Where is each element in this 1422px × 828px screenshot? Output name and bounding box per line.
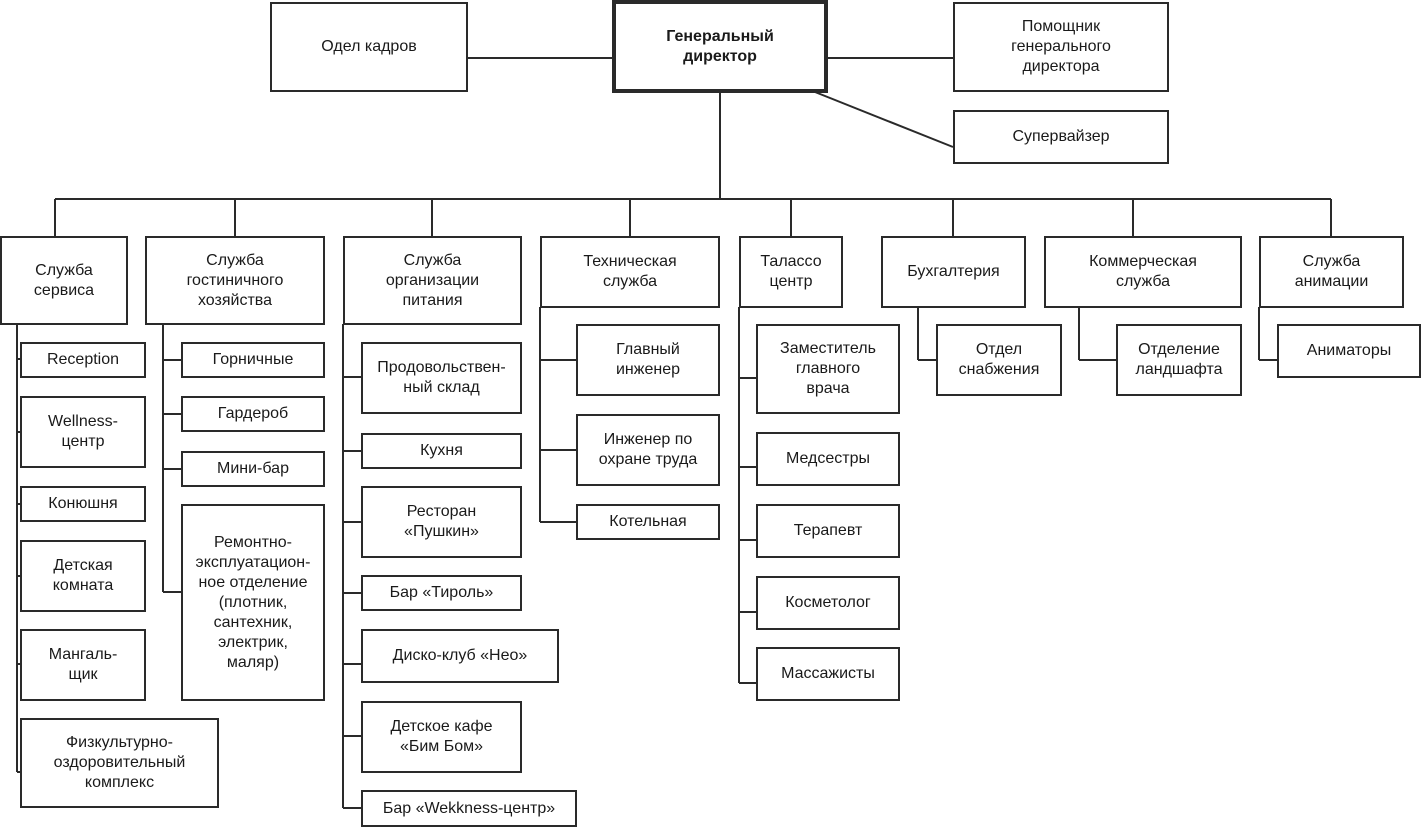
unit-boiler-room-box: Котельная [576, 504, 720, 540]
dept-catering-box: Служба организации питания [343, 236, 522, 325]
unit-chief-engineer-box: Главный инженер [576, 324, 720, 396]
dept-accounting-box: Бухгалтерия [881, 236, 1026, 308]
unit-safety-engineer-box: Инженер по охране труда [576, 414, 720, 486]
dept-animation-box: Служба анимации [1259, 236, 1404, 308]
dept-housekeeping-box: Служба гостиничного хозяйства [145, 236, 325, 325]
unit-reception-box: Reception [20, 342, 146, 378]
dept-commercial-box: Коммерческая служба [1044, 236, 1242, 308]
unit-maids-box: Горничные [181, 342, 325, 378]
general-director-box: Генеральный директор [612, 0, 828, 93]
unit-food-warehouse-box: Продовольствен- ный склад [361, 342, 522, 414]
unit-landscape-box: Отделение ландшафта [1116, 324, 1242, 396]
unit-animators-box: Аниматоры [1277, 324, 1421, 378]
dept-service-box: Служба сервиса [0, 236, 128, 325]
dept-technical-box: Техническая служба [540, 236, 720, 308]
unit-kids-room-box: Детская комната [20, 540, 146, 612]
unit-kitchen-box: Кухня [361, 433, 522, 469]
hr-department-box: Одел кадров [270, 2, 468, 92]
unit-kids-cafe-box: Детское кафе «Бим Бом» [361, 701, 522, 773]
supervisor-box: Супервайзер [953, 110, 1169, 164]
unit-minibar-box: Мини-бар [181, 451, 325, 487]
unit-supply-box: Отдел снабжения [936, 324, 1062, 396]
unit-wellness-box: Wellness- центр [20, 396, 146, 468]
unit-fitness-complex-box: Физкультурно- оздоровительный комплекс [20, 718, 219, 808]
unit-deputy-chief-doctor-box: Заместитель главного врача [756, 324, 900, 414]
assistant-director-box: Помощник генерального директора [953, 2, 1169, 92]
unit-grill-master-box: Мангаль- щик [20, 629, 146, 701]
unit-bar-wellness-box: Бар «Wekkness-центр» [361, 790, 577, 827]
unit-maintenance-box: Ремонтно- эксплуатацион- ное отделение (… [181, 504, 325, 701]
dept-thalasso-box: Талассо центр [739, 236, 843, 308]
unit-disco-neo-box: Диско-клуб «Нео» [361, 629, 559, 683]
unit-bar-tirol-box: Бар «Тироль» [361, 575, 522, 611]
unit-masseurs-box: Массажисты [756, 647, 900, 701]
unit-nurses-box: Медсестры [756, 432, 900, 486]
unit-wardrobe-box: Гардероб [181, 396, 325, 432]
unit-therapist-box: Терапевт [756, 504, 900, 558]
unit-cosmetologist-box: Косметолог [756, 576, 900, 630]
unit-stable-box: Конюшня [20, 486, 146, 522]
unit-restaurant-pushkin-box: Ресторан «Пушкин» [361, 486, 522, 558]
